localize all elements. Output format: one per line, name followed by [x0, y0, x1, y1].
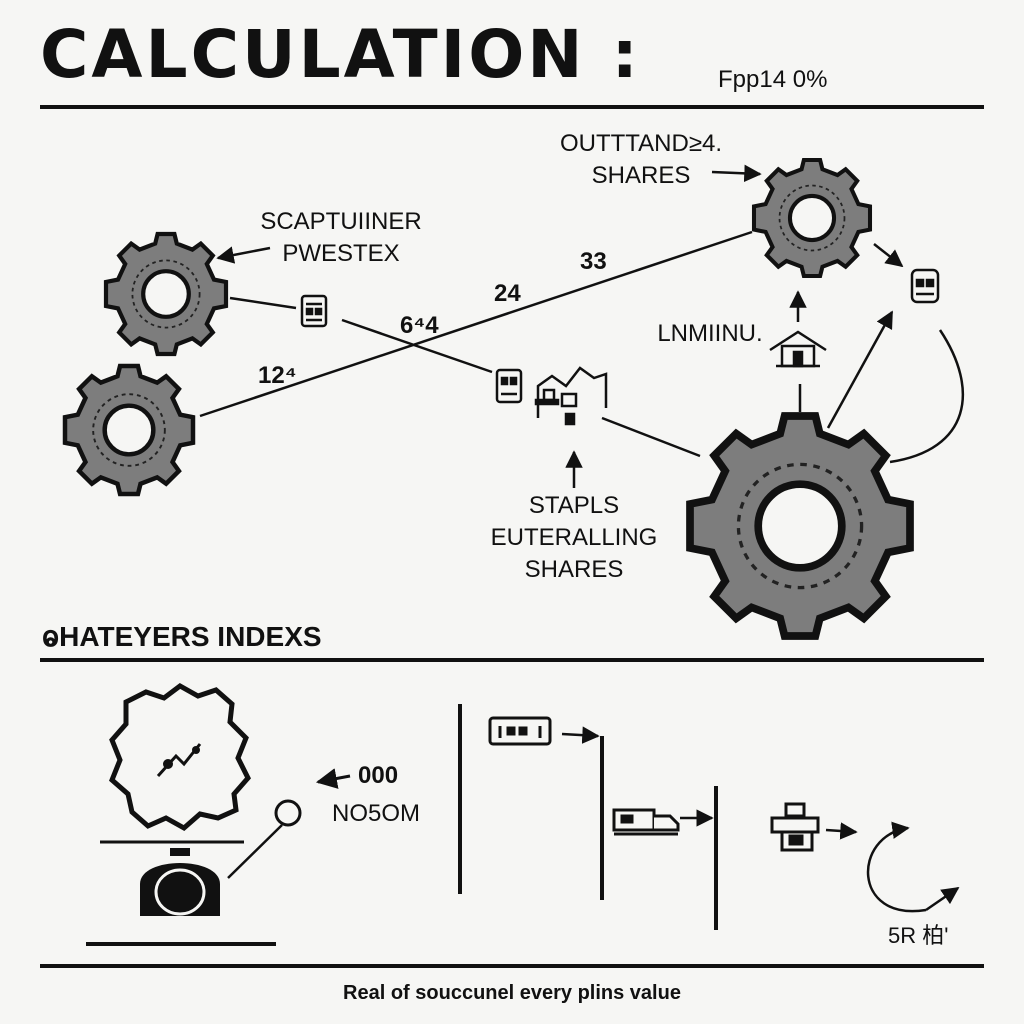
- section-title: ⱺHATEYERS INDEXS: [42, 621, 322, 652]
- cloud-gear-icon: [109, 683, 251, 832]
- label-staples: STAPLS EUTERALLING SHARES: [464, 490, 684, 586]
- label-line: SHARES: [524, 556, 624, 583]
- diagram-arrows: [216, 164, 904, 488]
- label-lnmimu: LNMIINU.: [657, 320, 763, 347]
- gear-icon: [754, 160, 870, 276]
- label-5r: 5R 柏': [888, 923, 949, 948]
- value-24: 24: [494, 280, 521, 307]
- house-icon: [769, 330, 827, 368]
- label-scaptuiner: SCAPTUIINER PWESTEX: [252, 206, 430, 270]
- label-line: OUTTTAND≥4.: [559, 130, 723, 157]
- label-line: PWESTEX: [282, 240, 400, 267]
- machine-icon: [86, 840, 276, 946]
- connection-lines: [199, 230, 964, 464]
- label-line: SHARES: [591, 162, 691, 189]
- gear-icon: [106, 234, 226, 354]
- label-nosom: NO5OM: [332, 800, 421, 827]
- robot-icon: [495, 368, 523, 404]
- robot-icon: [300, 294, 328, 328]
- factory-icon: [534, 366, 608, 426]
- page-subtitle: Fpp14 0%: [718, 66, 828, 93]
- truck-icon: [612, 808, 680, 836]
- value-124: 12⁴: [258, 362, 297, 389]
- flow-arrows: [561, 726, 960, 913]
- person-desk-icon: [770, 802, 820, 852]
- label-line: EUTERALLING: [490, 524, 658, 551]
- value-64: 6⁴4: [400, 312, 439, 339]
- arrow-left-icon: [315, 768, 351, 789]
- value-000: 000: [358, 762, 399, 789]
- label-line: SCAPTUIINER: [260, 208, 422, 235]
- footer-caption: Real of souccunel every plins value: [343, 982, 681, 1004]
- status-icon: [274, 799, 302, 827]
- robot-icon: [910, 268, 940, 304]
- value-33: 33: [580, 248, 607, 275]
- device-icon: [488, 716, 552, 746]
- page-title: CALCULATION :: [40, 16, 641, 93]
- connector-line: [227, 824, 283, 879]
- flow-bars: [458, 704, 718, 930]
- label-line: STAPLS: [528, 492, 620, 519]
- label-outstanding-shares: OUTTTAND≥4. SHARES: [552, 128, 730, 192]
- gear-icon: [65, 366, 193, 494]
- gear-icon: [690, 416, 910, 636]
